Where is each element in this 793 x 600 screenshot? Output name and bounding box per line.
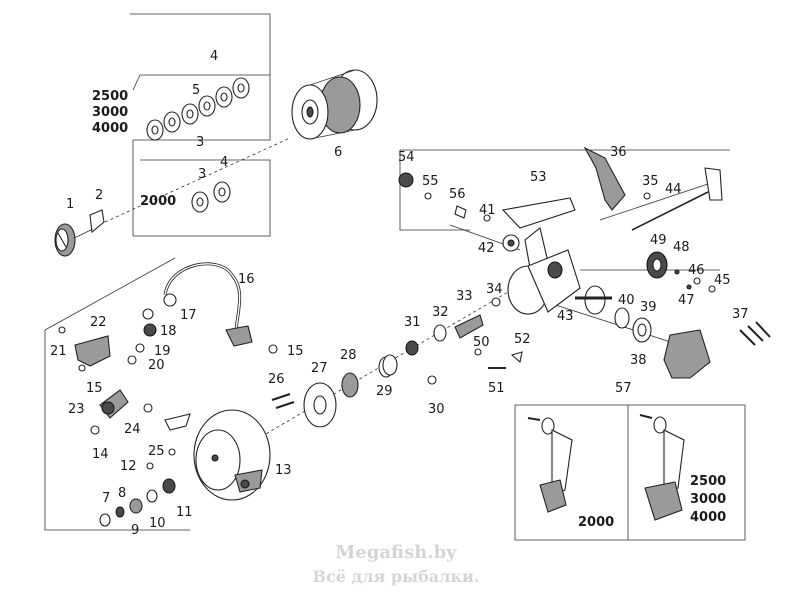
part-number-label: 45 [714, 273, 731, 288]
part-number-label: 51 [488, 381, 505, 396]
part-number-label: 35 [642, 174, 659, 189]
part-number-label: 36 [610, 145, 627, 160]
part-number-label: 9 [131, 523, 139, 538]
part-number-label: 21 [50, 344, 67, 359]
part-number-label: 42 [478, 241, 495, 256]
part-number-label: 41 [479, 203, 496, 218]
body-cover-parts [614, 307, 771, 379]
part-number-label: 31 [404, 315, 421, 330]
group-frames [44, 13, 746, 541]
part-number-label: 43 [557, 309, 574, 324]
part-number-label: 48 [673, 240, 690, 255]
part-number-label: 49 [650, 233, 667, 248]
part-number-label: 34 [486, 282, 503, 297]
anti-reverse-parts [398, 172, 520, 252]
part-number-label: 13 [275, 463, 292, 478]
handle-small-part [527, 417, 573, 513]
part-number-label: 38 [630, 353, 647, 368]
part-number-label: 3 [196, 135, 204, 150]
size-label: 2500 [690, 474, 726, 489]
part-number-label: 23 [68, 402, 85, 417]
part-number-label: 18 [160, 324, 177, 339]
part-number-label: 56 [449, 187, 466, 202]
part-number-label: 46 [688, 263, 705, 278]
part-number-label: 4 [210, 49, 218, 64]
part-number-label: 39 [640, 300, 657, 315]
part-number-label: 57 [615, 381, 632, 396]
size-label-handle-large: 2500 3000 4000 [690, 474, 726, 525]
spool-washer-stack-small [191, 181, 231, 213]
part-number-label: 27 [311, 361, 328, 376]
part-number-label: 29 [376, 384, 393, 399]
part-number-label: 4 [220, 155, 228, 170]
part-number-label: 14 [92, 447, 109, 462]
part-number-label: 55 [422, 174, 439, 189]
part-number-label: 17 [180, 308, 197, 323]
part-number-label: 47 [678, 293, 695, 308]
part-number-label: 20 [148, 358, 165, 373]
bail-arm-small-parts [58, 308, 191, 470]
part-number-label: 2 [95, 188, 103, 203]
assembly-axis-lines [69, 137, 721, 456]
line-roller-parts [99, 478, 176, 527]
part-number-label: 52 [514, 332, 531, 347]
spool-washer-stack-large [146, 77, 250, 141]
handle-large-part [639, 414, 685, 521]
size-label-group-small: 2000 [140, 194, 176, 209]
size-label: 4000 [690, 510, 726, 525]
part-number-label: 22 [90, 315, 107, 330]
part-number-label: 8 [118, 486, 126, 501]
spool-part [291, 69, 378, 140]
watermark-tagline: Всё для рыбалки. [313, 567, 480, 586]
part-number-label: 11 [176, 505, 193, 520]
oscillation-small-parts [474, 348, 523, 369]
part-number-label: 44 [665, 182, 682, 197]
clip-part [89, 209, 105, 234]
part-number-label: 54 [398, 150, 415, 165]
part-number-label: 25 [148, 444, 165, 459]
part-number-label: 7 [102, 491, 110, 506]
main-gear-parts [646, 251, 716, 293]
part-number-label: 30 [428, 402, 445, 417]
size-label: 3000 [690, 492, 726, 507]
part-number-label: 1 [66, 197, 74, 212]
part-number-label: 32 [432, 305, 449, 320]
part-number-label: 10 [149, 516, 166, 531]
part-number-label: 5 [192, 83, 200, 98]
size-label-handle-small: 2000 [578, 515, 614, 530]
size-label: 2500 [92, 89, 128, 104]
part-number-label: 40 [618, 293, 635, 308]
part-number-label: 24 [124, 422, 141, 437]
part-number-label: 3 [198, 167, 206, 182]
part-number-label: 50 [473, 335, 490, 350]
part-number-label: 33 [456, 289, 473, 304]
drag-knob-part [54, 223, 76, 257]
part-number-label: 15 [287, 344, 304, 359]
part-number-label: 26 [268, 372, 285, 387]
watermark-site: Megafish.by [335, 542, 457, 563]
size-label: 4000 [92, 121, 128, 136]
part-number-label: 16 [238, 272, 255, 287]
part-number-label: 28 [340, 348, 357, 363]
part-number-label: 15 [86, 381, 103, 396]
part-number-label: 53 [530, 170, 547, 185]
part-number-label: 12 [120, 459, 137, 474]
rotor-lever-parts [583, 146, 723, 231]
rotor-cup-part [193, 409, 271, 501]
size-label: 3000 [92, 105, 128, 120]
reel-body-part [501, 197, 612, 315]
part-number-label: 6 [334, 145, 342, 160]
rotor-drive-parts [271, 297, 501, 428]
size-label-group-large: 2500 3000 4000 [92, 89, 128, 136]
part-number-label: 19 [154, 344, 171, 359]
part-number-label: 37 [732, 307, 749, 322]
bail-wire-part [163, 262, 278, 354]
